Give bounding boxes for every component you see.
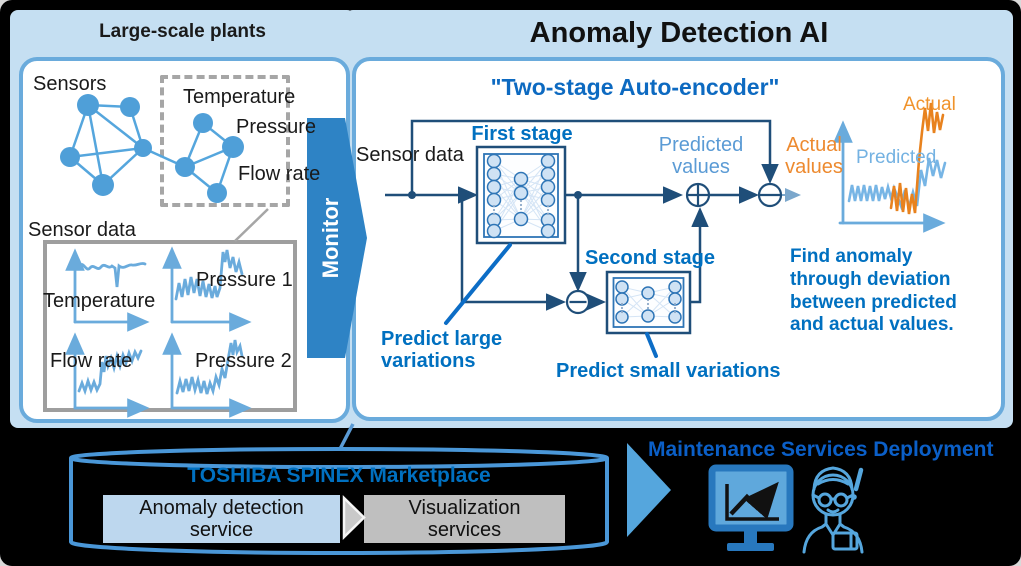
- sensor-data-label-right: Sensor data: [356, 144, 464, 166]
- first-stage-label: First stage: [471, 123, 573, 145]
- actual-values-label: Actual values: [785, 134, 843, 179]
- autoencoder-subtitle: "Two-stage Auto-encoder": [490, 74, 780, 100]
- temperature-chart-label: Temperature: [43, 290, 156, 312]
- sensors-label: Sensors: [33, 73, 107, 95]
- visualization-services-box: Visualization services: [364, 495, 565, 543]
- marketplace-title: TOSHIBA SPINEX Marketplace: [187, 464, 491, 487]
- deployment-title: Maintenance Services Deployment: [648, 438, 994, 461]
- anomaly-detection-service-box: Anomaly detection service: [103, 495, 340, 543]
- visualization-services-label: Visualization services: [408, 496, 521, 541]
- left-panel-title: Large-scale plants: [99, 21, 266, 42]
- right-panel-title: Anomaly Detection AI: [529, 17, 829, 49]
- anomaly-note: Find anomaly through deviation between p…: [790, 246, 957, 336]
- second-stage-label: Second stage: [584, 247, 716, 269]
- pressure1-chart-label: Pressure 1: [196, 269, 293, 291]
- person-icon: [802, 466, 864, 554]
- pressure2-chart-label: Pressure 2: [195, 350, 292, 372]
- sensor-data-box: [43, 240, 297, 412]
- zoom-pressure-label: Pressure: [236, 116, 317, 138]
- monitor-icon: [708, 464, 794, 551]
- chart-actual-label: Actual: [903, 94, 956, 115]
- zoom-flow-rate-label: Flow rate: [238, 163, 321, 185]
- monitor-arrow-label: Monitor: [317, 197, 343, 279]
- exclamation-icon: [851, 467, 864, 500]
- flow-rate-chart-label: Flow rate: [50, 350, 133, 372]
- predict-small-label: Predict small variations: [556, 360, 781, 382]
- service-flow-arrow-icon: [342, 495, 366, 540]
- anomaly-detection-service-label: Anomaly detection service: [139, 496, 304, 541]
- predict-large-label: Predict large variations: [381, 328, 503, 373]
- predicted-values-label: Predicted values: [658, 134, 744, 179]
- sensor-zoom-dashed-box: [160, 75, 290, 207]
- zoom-temperature-label: Temperature: [183, 86, 296, 108]
- chart-predicted-label: Predicted: [856, 147, 937, 168]
- sensor-data-label-left: Sensor data: [28, 219, 136, 241]
